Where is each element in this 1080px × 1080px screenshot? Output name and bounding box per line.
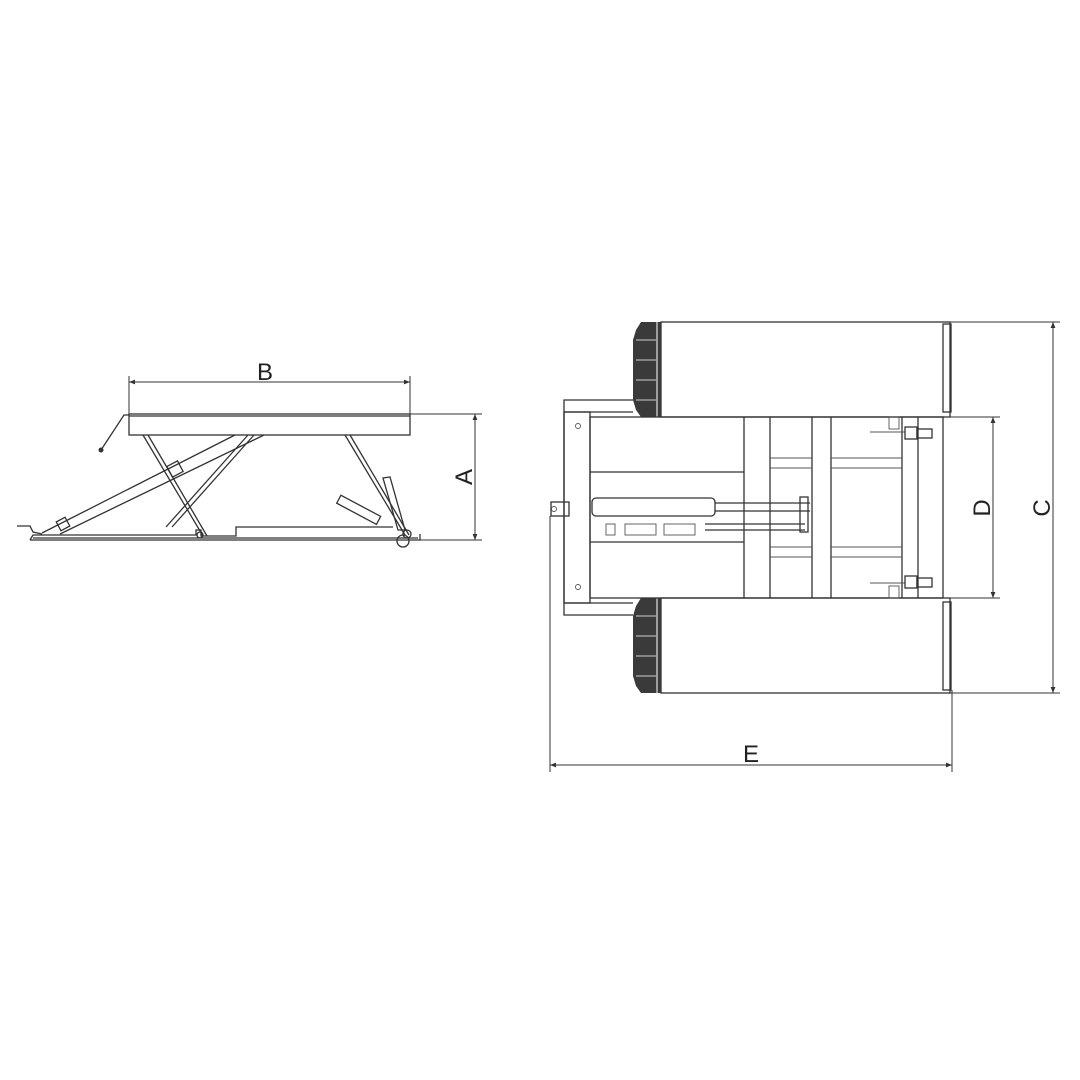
tread-top xyxy=(633,322,661,417)
caster-bottom xyxy=(870,575,933,599)
dimension-e: E xyxy=(549,516,953,772)
tread-bottom xyxy=(633,598,661,693)
dimension-label-d: D xyxy=(969,499,996,516)
dimension-label-e: E xyxy=(743,741,759,768)
dimension-b: B xyxy=(128,359,411,414)
dimension-c: C xyxy=(950,321,1060,694)
side-view xyxy=(17,413,421,548)
dimension-label-c: C xyxy=(1029,499,1056,516)
dimension-label-b: B xyxy=(257,359,273,386)
dimension-a: A xyxy=(410,413,482,541)
top-view xyxy=(550,321,952,694)
caster-top xyxy=(870,416,933,440)
dimension-d: D xyxy=(943,416,1000,599)
dimension-label-a: A xyxy=(451,469,478,485)
